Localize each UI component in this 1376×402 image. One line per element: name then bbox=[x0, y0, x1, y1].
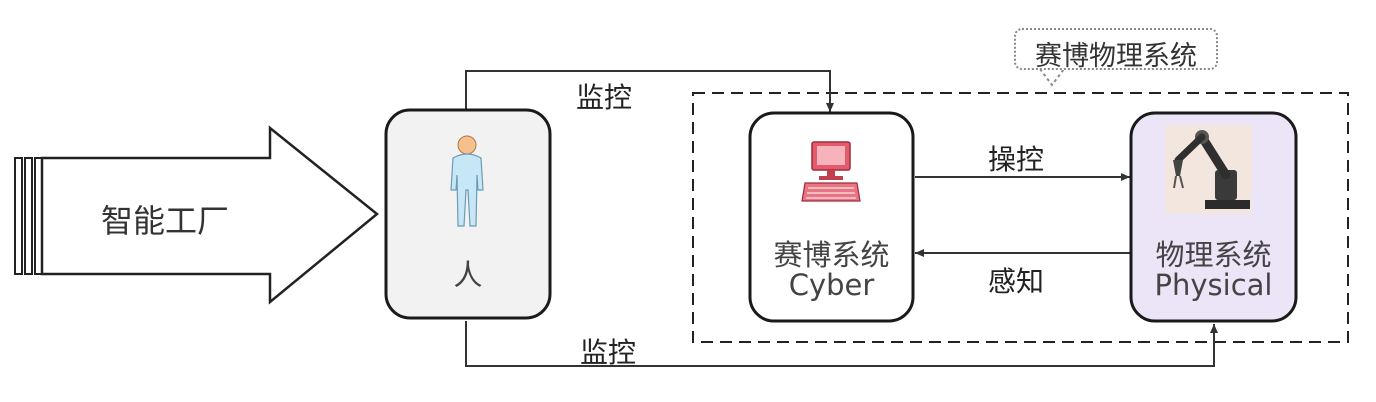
cps-boundary bbox=[692, 92, 1349, 343]
callout-pointer bbox=[1039, 68, 1065, 87]
edge-monitor-top-label: 监控 bbox=[576, 81, 633, 114]
physical-label-cn: 物理系统 bbox=[1155, 238, 1272, 272]
node-human bbox=[384, 108, 552, 320]
computer-icon bbox=[801, 141, 861, 202]
edge-monitor-top bbox=[465, 70, 834, 112]
edge-monitor-bottom bbox=[465, 321, 1218, 367]
cps-callout: 赛博物理系统 bbox=[1014, 28, 1218, 72]
cyber-label-en: Cyber bbox=[788, 268, 875, 302]
edge-control-label: 操控 bbox=[988, 143, 1045, 176]
node-cyber bbox=[748, 111, 915, 323]
physical-label-en: Physical bbox=[1154, 268, 1273, 302]
edge-monitor-bottom-label: 监控 bbox=[580, 336, 637, 369]
edge-sense-label: 感知 bbox=[988, 265, 1045, 298]
cps-label: 赛博物理系统 bbox=[1035, 41, 1197, 72]
factory-source-arrow bbox=[14, 125, 379, 305]
factory-label: 智能工厂 bbox=[101, 202, 230, 240]
person-icon bbox=[450, 135, 484, 227]
human-label: 人 bbox=[453, 258, 483, 292]
robot-arm-icon bbox=[1165, 125, 1252, 214]
cyber-label-cn: 赛博系统 bbox=[773, 238, 890, 272]
